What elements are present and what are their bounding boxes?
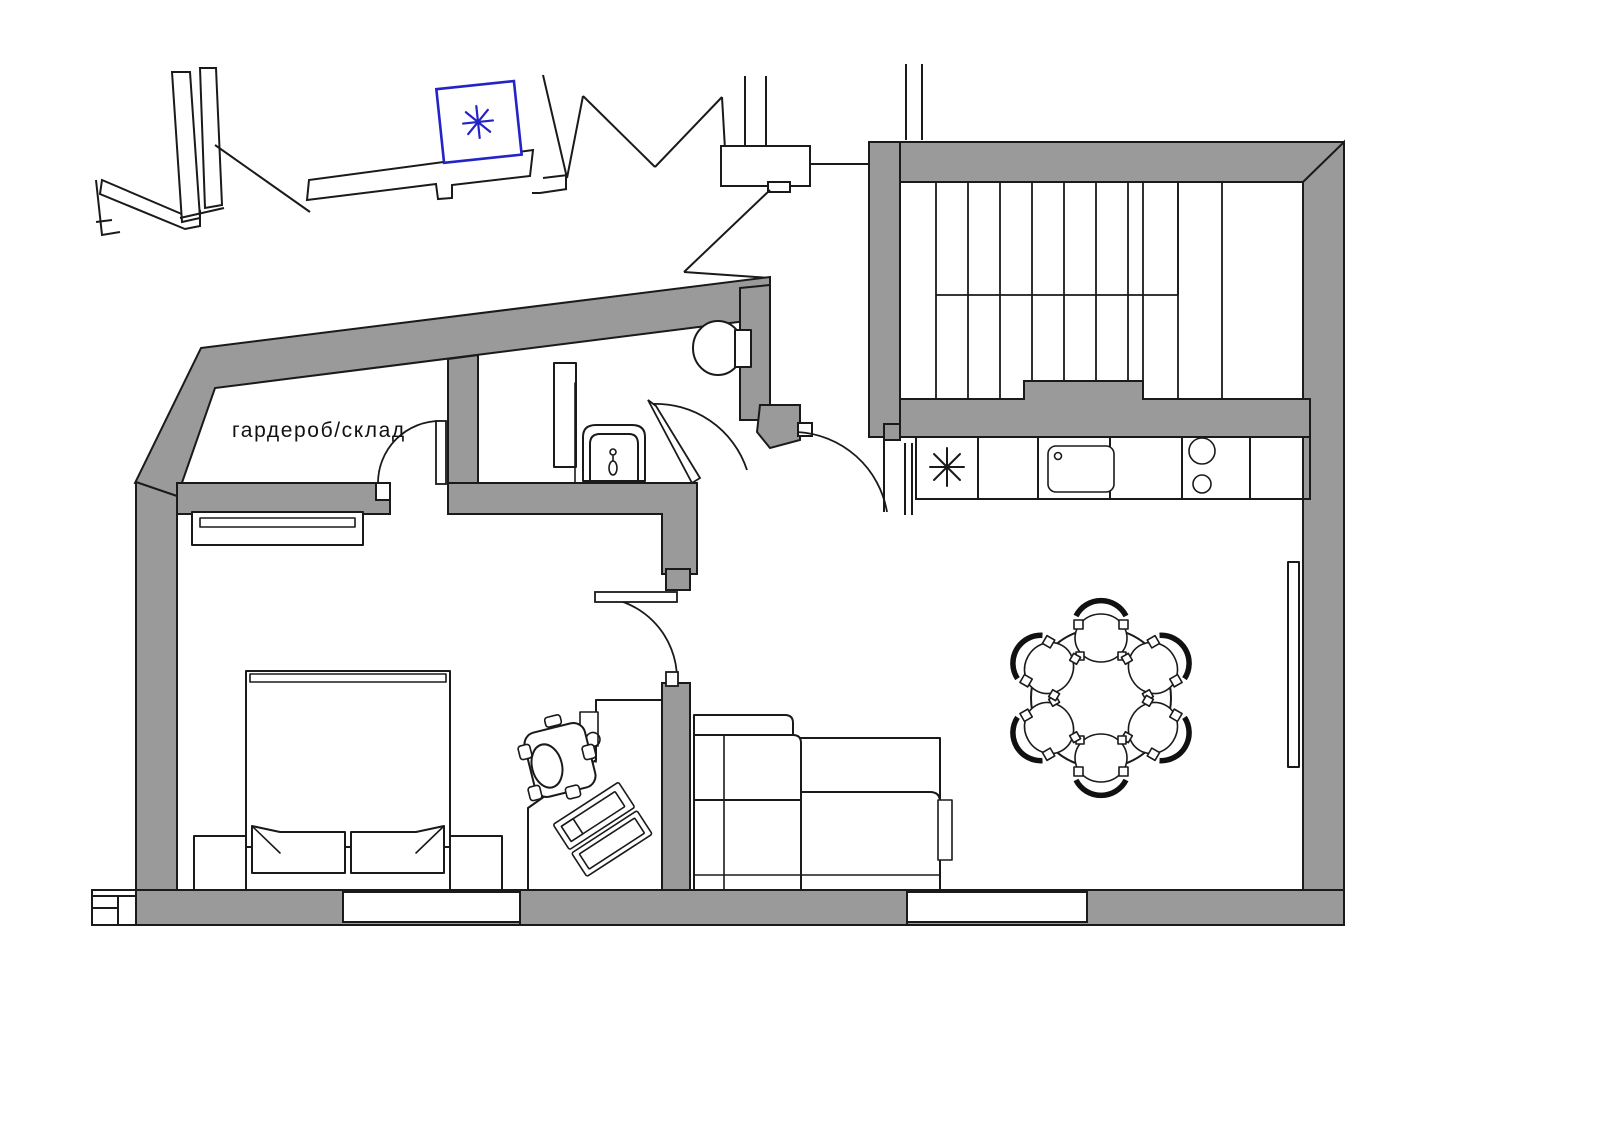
bathroom-fixtures [553, 320, 752, 484]
door-wardrobe[interactable] [377, 420, 447, 485]
wardrobe-unit [191, 511, 364, 546]
wall-stair-landing [899, 380, 1311, 438]
wall-wardrobe-south [176, 482, 391, 515]
kitchen-counter [904, 436, 1311, 515]
wall-south-mid [519, 889, 908, 926]
caster-5 [564, 784, 582, 800]
adjacent-structure-outline [95, 64, 923, 279]
door-stop-wardrobe [375, 482, 391, 501]
building-walls [91, 139, 1345, 926]
door-jamb-kitchen [883, 423, 901, 441]
dining-chair-2 [1120, 632, 1192, 702]
nightstand-right [449, 835, 503, 891]
wall-west [135, 480, 178, 891]
door-bedroom[interactable] [594, 591, 679, 687]
sofa-backrest [693, 714, 794, 736]
wall-top-north [868, 141, 1345, 183]
dining-set [1010, 597, 1192, 799]
caster-1 [543, 714, 563, 728]
dining-chair-6 [1010, 632, 1082, 702]
accent-star-icon [461, 104, 495, 140]
office-chair [517, 714, 597, 802]
bed [245, 670, 451, 874]
wall-stair-west [868, 141, 901, 438]
hob-icon [1188, 437, 1216, 494]
caster-4 [527, 784, 543, 802]
kitchen-star-icon [929, 447, 965, 487]
door-bathroom[interactable] [647, 399, 748, 485]
wall-bath-door-jamb [755, 404, 801, 450]
accent-marker[interactable] [434, 79, 524, 165]
washbasin-icon [582, 424, 646, 482]
wall-east [1302, 139, 1345, 906]
bedroom-furniture [191, 511, 503, 891]
tall-cabinet [553, 362, 577, 468]
dining-chair-3 [1120, 694, 1192, 764]
sofa-cushion-left [693, 734, 802, 801]
caster-2 [581, 743, 597, 761]
doors [377, 399, 888, 687]
wall-bedroom-living [661, 682, 691, 896]
wall-partition-wardrobe-bath [447, 353, 479, 501]
dining-chair-4 [1073, 733, 1129, 799]
caster-3 [517, 743, 533, 761]
window-south-4 [906, 891, 1088, 923]
sink-icon [1047, 445, 1115, 493]
desk-area [517, 699, 663, 891]
door-entry[interactable] [796, 431, 888, 513]
window-south-1 [342, 891, 521, 923]
toilet-icon [692, 320, 752, 376]
room-label-wardrobe-storage: гардероб/склад [232, 419, 406, 442]
wall-bath-south [447, 482, 698, 575]
wall-stub-hall [665, 568, 691, 591]
radiator [1287, 561, 1300, 768]
nightstand-left [193, 835, 247, 891]
dining-chair-1 [1073, 597, 1129, 663]
staircase [935, 182, 1223, 399]
laptop-icon [553, 782, 653, 877]
sofa [693, 714, 953, 891]
